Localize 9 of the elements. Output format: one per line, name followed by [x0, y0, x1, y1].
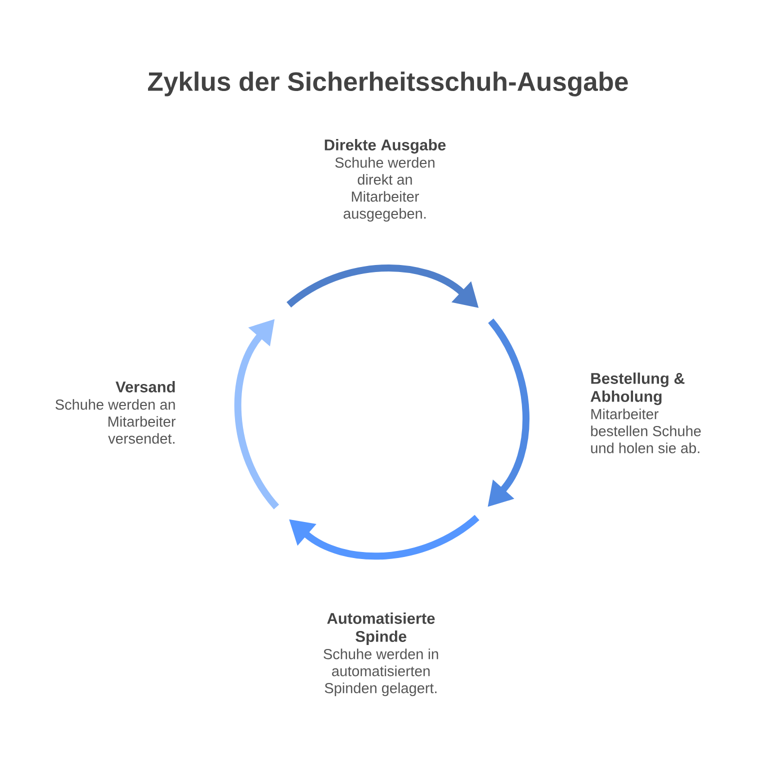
step-heading: Automatisierte Spinde: [327, 612, 435, 645]
step-description: Mitarbeiter bestellen Schuhe und holen sie ab.: [591, 408, 701, 454]
step-description: Schuhe werden direkt an Mitarbeiter ausgegeben.: [335, 157, 434, 222]
step-description: Schuhe werden an Mitarbeiter versendet.: [56, 399, 176, 444]
step-heading: Direkte Ausgabe: [324, 139, 446, 154]
step-heading: Versand: [116, 381, 175, 392]
step-description: Schuhe werden in automatisierten Spinden gelagert.: [324, 648, 438, 696]
step-heading: Bestellung & Abholung: [590, 372, 684, 406]
title: Zyklus der Sicherheitsschuh-Ausgabe: [148, 72, 628, 96]
